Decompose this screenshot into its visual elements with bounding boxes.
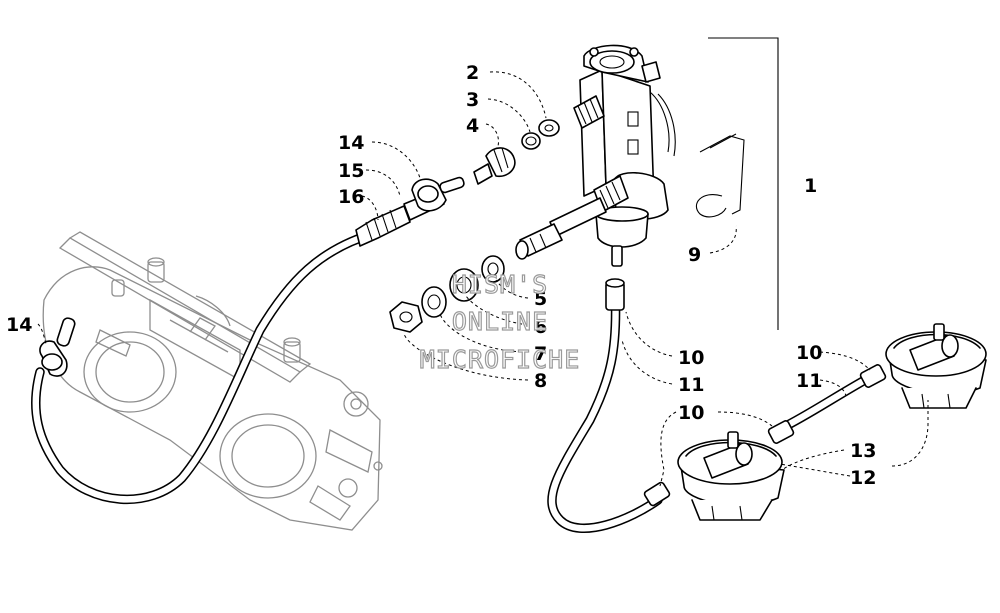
hose-clamp-10d — [859, 364, 887, 388]
fuel-filter-upper — [885, 323, 987, 409]
watermark-line-2: ONLINE — [452, 307, 548, 336]
fuel-filter-lower — [677, 431, 785, 521]
washer-2 — [538, 119, 560, 137]
washer-5 — [481, 255, 505, 283]
callout-11-hose-right: 11 — [796, 370, 822, 392]
callout-15: 15 — [338, 160, 364, 182]
hose-clamp-10b — [643, 481, 671, 507]
callout-2: 2 — [466, 62, 479, 84]
clip-9 — [695, 133, 745, 218]
leader-lines — [37, 71, 929, 487]
watermark-line-3: MICROFICHE — [420, 345, 581, 374]
callout-10-hose-right: 10 — [796, 342, 822, 364]
carburetor-assembly — [42, 231, 383, 531]
callout-14-left: 14 — [6, 314, 32, 336]
callout-labels: 1 2 3 4 5 6 7 8 9 10 10 10 11 11 12 13 1… — [6, 62, 876, 489]
throttle-cable — [31, 229, 377, 505]
callout-1: 1 — [804, 175, 817, 197]
callout-3: 3 — [466, 89, 479, 111]
callout-4: 4 — [466, 115, 479, 137]
callout-11-hose-main: 11 — [678, 374, 704, 396]
callout-16: 16 — [338, 186, 364, 208]
hose-clamp-10c — [767, 420, 795, 444]
cable-clamp — [411, 176, 465, 212]
callout-6: 6 — [534, 316, 547, 338]
washer-7 — [421, 286, 447, 318]
callout-10-hose-lower: 10 — [678, 402, 704, 424]
hose-11-upper — [777, 371, 877, 433]
washer-6 — [449, 268, 479, 302]
callout-10-hose-top: 10 — [678, 347, 704, 369]
shaft-assembly — [515, 197, 607, 260]
watermark: HISM'S ONLINE MICROFICHE — [419, 269, 581, 374]
assembly-bracket — [708, 37, 779, 330]
callout-9: 9 — [688, 244, 701, 266]
callout-12: 12 — [850, 467, 876, 489]
callout-7: 7 — [534, 343, 547, 365]
o-ring-3 — [521, 132, 541, 150]
fitting-4 — [473, 147, 516, 185]
callout-14-top: 14 — [338, 132, 364, 154]
nut-8 — [389, 301, 423, 333]
watermark-line-1: HISM'S — [452, 270, 548, 299]
callout-8: 8 — [534, 370, 547, 392]
hose-11-main — [547, 285, 663, 533]
hose-clamp-10a — [605, 278, 625, 311]
callout-13: 13 — [850, 440, 876, 462]
oil-pump-assembly — [573, 44, 676, 267]
hose-clamp-left — [39, 317, 76, 377]
callout-5: 5 — [534, 288, 547, 310]
